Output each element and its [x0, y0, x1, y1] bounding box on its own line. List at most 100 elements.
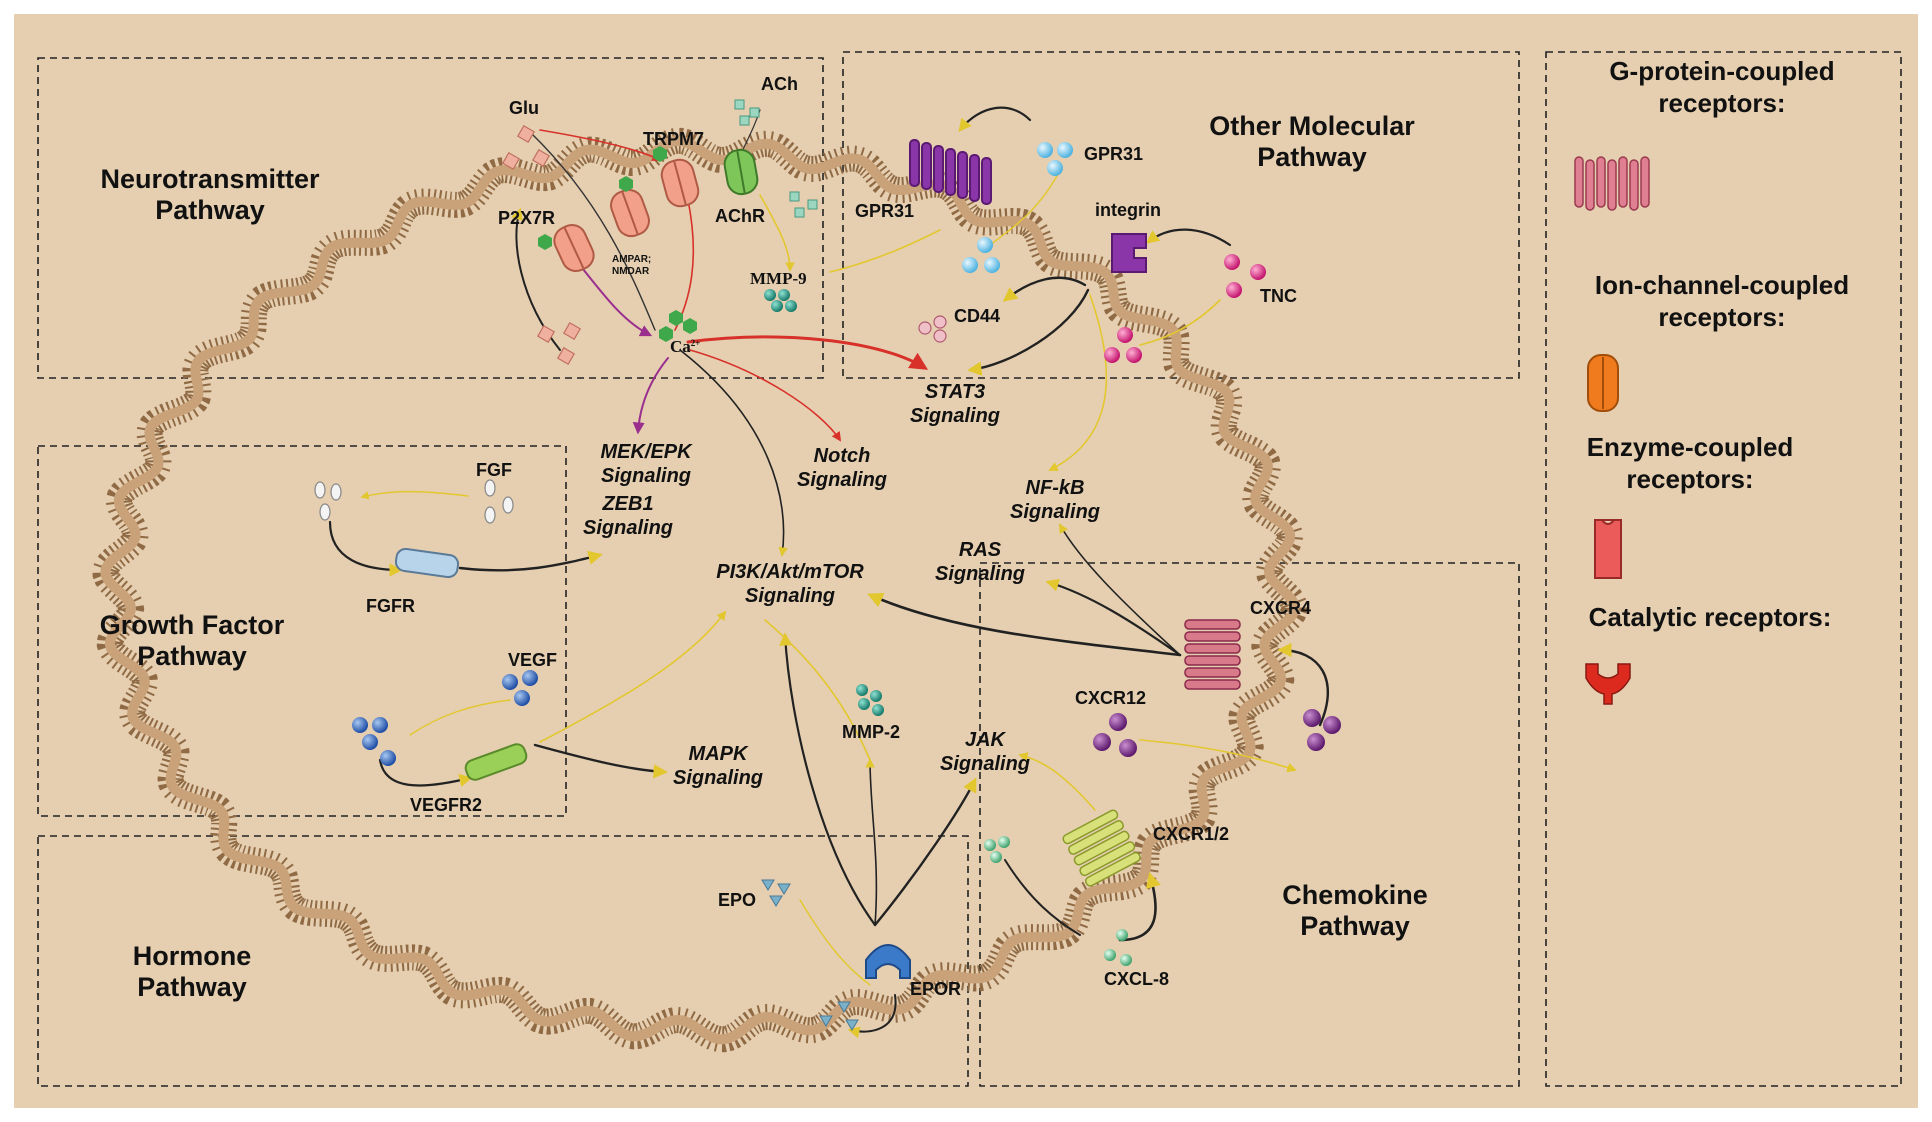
arrow-epor-jak [873, 777, 977, 927]
label-fgf: FGF [476, 460, 512, 480]
arrow-fgf-fgfr [328, 520, 403, 577]
label-cxcl8: CXCL-8 [1104, 969, 1169, 989]
arrow-tnc-cluster [1139, 299, 1221, 346]
label-gpr31-top: GPR31 [1084, 144, 1143, 164]
ion-channel-achr [723, 148, 759, 196]
box-chemokine [979, 562, 1520, 1087]
label-mmp9: MMP-9 [750, 269, 807, 288]
label-integrin: integrin [1095, 200, 1161, 220]
label-ampar: AMPAR; [612, 254, 651, 265]
arrow-gpr31-top [958, 106, 1032, 133]
ligand-cd44 [918, 315, 947, 343]
label-gpr31-left: GPR31 [855, 201, 914, 221]
arrow-epor-pi3k [779, 632, 877, 927]
arrow-integrin-stat3 [967, 288, 1090, 376]
signal-arrows [328, 106, 1330, 1039]
ligand-glu-lower [536, 321, 582, 366]
arrow-vegfr2-mapk [533, 743, 668, 779]
label-cxcr12b: CXCR1/2 [1153, 824, 1229, 844]
label-glu: Glu [509, 98, 539, 118]
arrow-vegf-vegfr2 [409, 699, 511, 736]
arrow-cxcr12-loop [1277, 642, 1330, 727]
ligand-cxcl8 [984, 836, 1132, 966]
arrow-vegfr2-pi3k [539, 610, 727, 743]
label-achr: AChR [715, 206, 765, 226]
ligand-epo [761, 879, 859, 1031]
label-vegfr2: VEGFR2 [410, 795, 482, 815]
receptor-epor [865, 944, 911, 979]
ligand-vegf [352, 670, 538, 766]
arrow-integrin-nfkb [1048, 294, 1108, 471]
ligand-mmp2 [856, 684, 884, 716]
arrow-cxcr12-cluster [1139, 739, 1297, 773]
label-p2x7r: P2X7R [498, 208, 555, 228]
cell-membrane [92, 127, 1308, 1053]
label-mmp2: MMP-2 [842, 722, 900, 742]
arrow-cxcr12b-jak [1018, 752, 1096, 811]
arrow-gpr31-cluster [989, 169, 1061, 246]
label-vegf: VEGF [508, 650, 557, 670]
arrow-cxcl8-loop [1118, 871, 1161, 942]
box-legend [1545, 51, 1902, 1087]
ligand-fgf [314, 479, 514, 524]
ligand-cxcr12 [1093, 709, 1341, 757]
arrow-vegf-loop [378, 758, 473, 787]
arrow-fgf-loop [360, 490, 469, 500]
arrow-epor-return [847, 994, 897, 1039]
gpcr-cxcr4 [1184, 619, 1241, 690]
label-tnc: TNC [1260, 286, 1297, 306]
arrow-fgfr-zeb1 [458, 550, 603, 572]
label-cxcr12: CXCR12 [1075, 688, 1146, 708]
arrow-achr-mmp9 [759, 194, 795, 272]
arrow-ca-notch [689, 349, 842, 442]
arrow-integrin-cd44 [1002, 276, 1087, 302]
box-growth-factor [37, 445, 567, 817]
ligand-gpr31 [962, 142, 1073, 273]
arrow-ca-stat3 [686, 335, 929, 370]
arrow-cxcr4-pi3k [867, 592, 1182, 657]
label-nmdar: NMDAR [612, 266, 650, 277]
arrow-ca-pi3k [679, 349, 788, 557]
arrow-tnc-integrin [1145, 228, 1232, 247]
arrow-epor-mmp2 [865, 758, 878, 926]
arrow-cxcr4-ras [1045, 578, 1182, 657]
ion-channel-trpm7 [660, 158, 700, 208]
legend-catalytic-icon [1585, 663, 1631, 705]
molecule-labels: Glu TRPM7 ACh P2X7R AChR AMPAR; NMDAR Ca… [366, 74, 1311, 999]
ligand-atp [538, 146, 697, 342]
receptor-fgfr [394, 547, 460, 579]
legend-gpcr-icon [1574, 156, 1650, 211]
legend-title-3: Catalytic receptors: [1589, 602, 1832, 632]
arrow-epo-loop [799, 899, 871, 986]
arrow-glu-trpm7 [539, 129, 662, 161]
receptor-integrin [1111, 233, 1147, 273]
arrow-cxcr4-nfkb [1059, 523, 1181, 656]
box-other-molecular [842, 51, 1520, 379]
label-trpm7: TRPM7 [643, 129, 704, 149]
label-epo: EPO [718, 890, 756, 910]
ion-channel-ampar [610, 188, 650, 238]
gpcr-cxcr12b [1062, 809, 1141, 887]
legend-enzyme-icon [1594, 519, 1622, 579]
label-fgfr: FGFR [366, 596, 415, 616]
ligand-glu [501, 124, 551, 171]
ligand-tnc [1104, 254, 1266, 363]
ligand-ach [734, 99, 818, 218]
ligand-mmp9 [764, 289, 797, 312]
label-cd44: CD44 [954, 306, 1000, 326]
label-ach: ACh [761, 74, 798, 94]
box-hormone [37, 835, 969, 1087]
